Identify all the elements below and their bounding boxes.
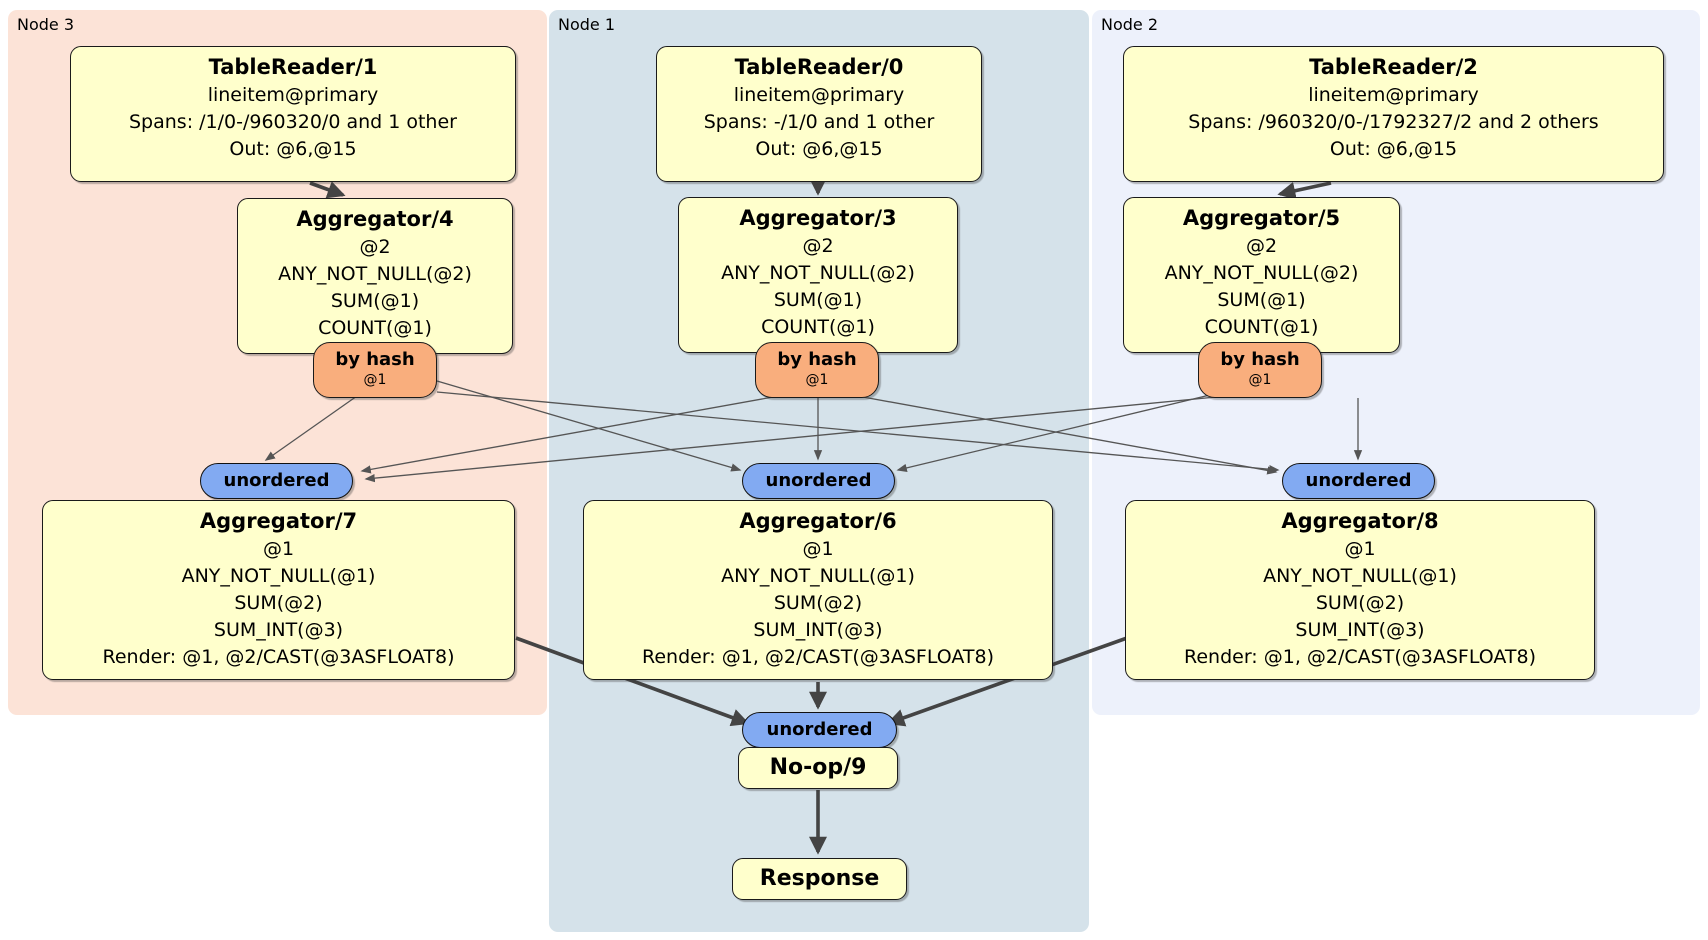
processor-detail: ANY_NOT_NULL(@1) [181,565,376,587]
processor-title: Response [759,866,880,891]
processor-detail: SUM_INT(@3) [753,619,883,641]
processor-noop-9: No-op/9 [738,747,898,789]
processor-detail: lineitem@primary [733,84,905,106]
processor-detail: @2 [1245,235,1278,257]
sync-unordered-node2: unordered [1282,463,1435,499]
processor-detail: Render: @1, @2/CAST(@3ASFLOAT8) [1184,646,1536,668]
router-label: by hash [335,349,415,370]
sync-unordered-final: unordered [742,712,897,748]
processor-title: TableReader/0 [734,55,904,79]
processor-detail: @1 [1344,538,1376,560]
router-columns: @1 [363,372,387,388]
processor-detail: Out: @6,@15 [229,138,357,160]
router-by-hash-node3: by hash @1 [313,342,437,398]
processor-detail: SUM_INT(@3) [1295,619,1425,641]
router-by-hash-node1: by hash @1 [755,342,879,398]
processor-detail: @1 [802,538,834,560]
processor-aggregator-7: Aggregator/7 @1 ANY_NOT_NULL(@1) SUM(@2)… [42,500,515,680]
processor-detail: ANY_NOT_NULL(@2) [721,262,915,284]
processor-detail: SUM_INT(@3) [213,619,344,641]
processor-detail: SUM(@2) [234,592,323,614]
processor-title: Aggregator/4 [296,207,454,231]
processor-detail: Spans: /1/0-/960320/0 and 1 other [129,111,457,133]
processor-title: Aggregator/5 [1182,206,1341,230]
processor-title: Aggregator/7 [199,509,358,533]
router-columns: @1 [1248,372,1272,388]
processor-aggregator-8: Aggregator/8 @1 ANY_NOT_NULL(@1) SUM(@2)… [1125,500,1595,680]
processor-detail: COUNT(@1) [318,317,432,339]
hash-router-streams [264,380,1363,483]
processor-detail: lineitem@primary [207,84,379,106]
processor-detail: Render: @1, @2/CAST(@3ASFLOAT8) [642,646,994,668]
processor-detail: COUNT(@1) [761,316,875,338]
router-label: by hash [777,349,857,370]
processor-detail: @2 [359,236,391,258]
sync-unordered-node3: unordered [200,463,353,499]
processor-detail: SUM(@1) [773,289,863,311]
processor-detail: Render: @1, @2/CAST(@3ASFLOAT8) [102,646,455,668]
processor-detail: COUNT(@1) [1204,316,1319,338]
processor-detail: Spans: -/1/0 and 1 other [703,111,935,133]
processor-detail: ANY_NOT_NULL(@1) [721,565,915,587]
processor-detail: Spans: /960320/0-/1792327/2 and 2 others [1188,111,1599,133]
processor-detail: @2 [802,235,834,257]
processor-aggregator-4: Aggregator/4 @2 ANY_NOT_NULL(@2) SUM(@1)… [237,198,513,354]
processor-detail: ANY_NOT_NULL(@2) [1164,262,1359,284]
processor-title: Aggregator/3 [739,206,897,230]
processor-aggregator-3: Aggregator/3 @2 ANY_NOT_NULL(@2) SUM(@1)… [678,197,958,353]
processor-aggregator-5: Aggregator/5 @2 ANY_NOT_NULL(@2) SUM(@1)… [1123,197,1400,353]
processor-title: TableReader/2 [1309,55,1478,79]
processor-detail: ANY_NOT_NULL(@2) [278,263,472,285]
processor-detail: SUM(@1) [330,290,420,312]
processor-detail: ANY_NOT_NULL(@1) [1263,565,1457,587]
processor-detail: Out: @6,@15 [755,138,883,160]
processor-title: Aggregator/8 [1281,509,1439,533]
processor-detail: lineitem@primary [1308,84,1479,106]
router-by-hash-node2: by hash @1 [1198,342,1322,398]
processor-title: Aggregator/6 [739,509,897,533]
local-streams [309,177,1332,855]
processor-detail: SUM(@2) [1315,592,1405,614]
node-3-label: Node 3 [17,15,75,34]
node-1-label: Node 1 [558,15,616,34]
router-label: by hash [1220,349,1300,370]
processor-title: TableReader/1 [208,55,378,79]
processor-detail: Out: @6,@15 [1329,138,1458,160]
processor-detail: SUM(@1) [1217,289,1306,311]
processor-tablereader-0: TableReader/0 lineitem@primary Spans: -/… [656,46,982,182]
node-2-label: Node 2 [1101,15,1159,34]
processor-tablereader-1: TableReader/1 lineitem@primary Spans: /1… [70,46,516,182]
sync-unordered-node1: unordered [742,463,895,499]
router-columns: @1 [805,372,829,388]
processor-title: No-op/9 [769,755,867,780]
response-node: Response [732,858,907,900]
processor-detail: SUM(@2) [773,592,863,614]
processor-aggregator-6: Aggregator/6 @1 ANY_NOT_NULL(@1) SUM(@2)… [583,500,1053,680]
processor-tablereader-2: TableReader/2 lineitem@primary Spans: /9… [1123,46,1664,182]
processor-detail: @1 [262,538,295,560]
